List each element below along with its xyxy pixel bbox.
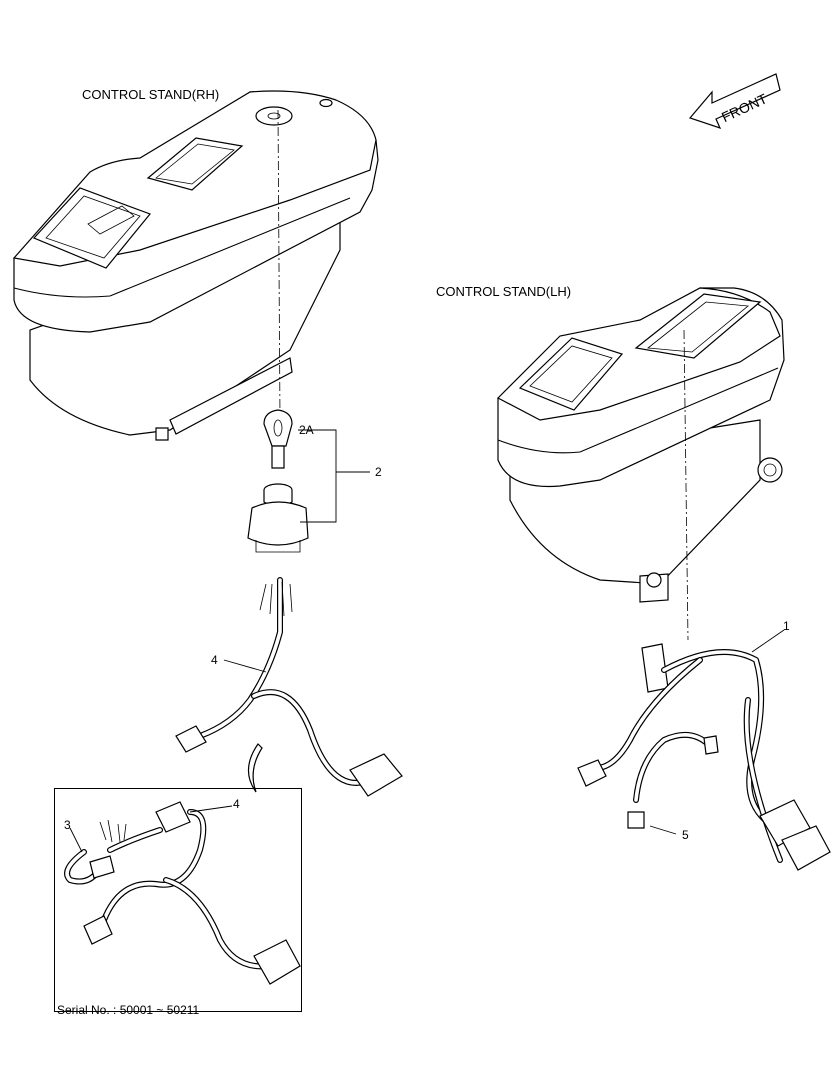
- callout-1: 1: [783, 619, 790, 633]
- inset-harness: [64, 801, 301, 985]
- control-stand-lh-label: CONTROL STAND(LH): [436, 284, 572, 299]
- callout-3: 3: [64, 818, 71, 832]
- callout-2a: 2A: [299, 423, 314, 437]
- control-stand-lh: [496, 287, 785, 641]
- callout-4-inset: 4: [233, 797, 240, 811]
- callout-4: 4: [211, 653, 218, 667]
- control-stand-rh-label: CONTROL STAND(RH): [82, 87, 220, 102]
- detail-pointer-icon: [247, 743, 263, 793]
- wire-harness-lh: [577, 643, 831, 871]
- ignition-key-icon: [263, 409, 293, 469]
- callout-5: 5: [682, 828, 689, 842]
- control-stand-rh: [12, 90, 379, 441]
- serial-number: Serial No. : 50001 ~ 50211: [57, 1003, 200, 1017]
- wire-harness-rh: [175, 577, 403, 797]
- detail-inset: [54, 788, 302, 1012]
- front-arrow-icon: FRONT: [688, 73, 781, 129]
- starter-switch-icon: [247, 483, 309, 553]
- callout-2: 2: [375, 465, 382, 479]
